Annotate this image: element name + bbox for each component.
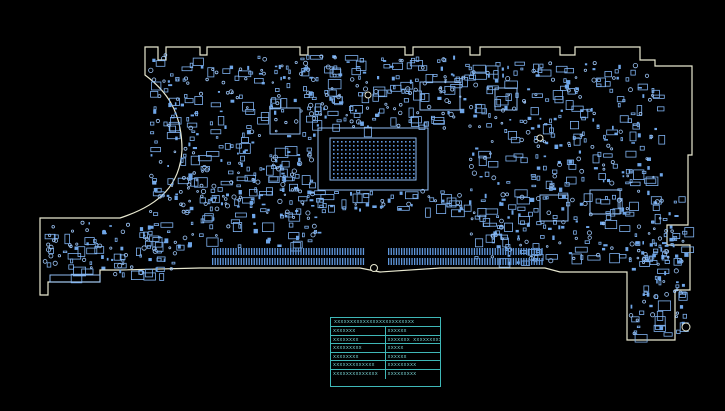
mounting-hole (364, 91, 372, 99)
component-legend-table: xxxxxxxxxxxxxxxxxxxxxxxxx xxxxxxx xxxxxx… (330, 317, 441, 387)
chip-u3[interactable] (539, 194, 569, 222)
chip-u2[interactable] (494, 87, 518, 111)
chip-u1[interactable] (269, 107, 301, 135)
legend-row: xxxxxxxxxxxxxx xxxxxxxxx (333, 369, 417, 379)
legend-row: xxxxxxx xxxxxx (331, 327, 440, 336)
legend-row: xxxxxxxx xxxxxx (331, 352, 440, 362)
connector-row-left[interactable] (212, 248, 365, 265)
component-field (42, 53, 695, 343)
chip-u4[interactable] (589, 189, 621, 215)
legend-title: xxxxxxxxxxxxxxxxxxxxxxxxx (331, 318, 440, 327)
legend-row: xxxxxxxxx xxxxx (331, 344, 440, 353)
cpu-package[interactable] (317, 127, 429, 191)
mounting-hole (536, 134, 544, 142)
connector-row-right[interactable] (388, 248, 543, 265)
mounting-hole (370, 264, 378, 272)
connector-j1[interactable] (49, 274, 101, 283)
chip-u5[interactable] (419, 81, 461, 111)
mounting-hole (681, 322, 691, 332)
legend-row: xxxxxxxxxxxxx xxxxxxxxx (331, 361, 440, 370)
legend-row: xxxxxxxx xxxxxxx xxxxxxxxxxx (331, 335, 440, 345)
